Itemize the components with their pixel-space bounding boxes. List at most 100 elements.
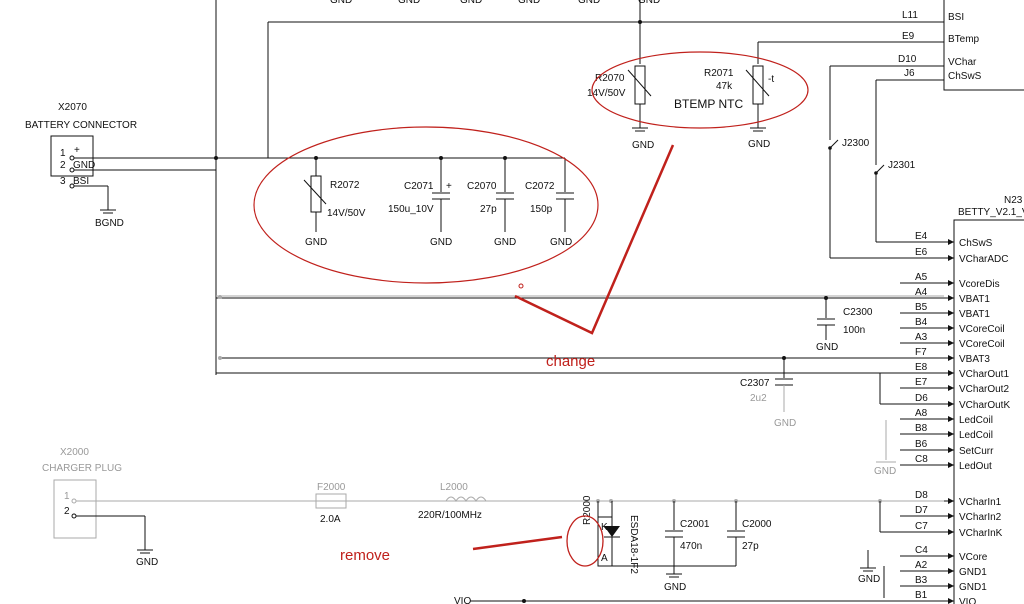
svg-text:GND: GND xyxy=(136,557,158,568)
ic-pin-name: VBAT3 xyxy=(959,354,990,365)
svg-text:2u2: 2u2 xyxy=(750,393,767,404)
ic-pin-name: GND1 xyxy=(959,567,987,578)
ic-pin-ball: D7 xyxy=(915,505,928,516)
svg-text:220R/100MHz: 220R/100MHz xyxy=(418,510,482,521)
ic-pin-ball: E6 xyxy=(915,247,928,258)
ic-pin-name: SetCurr xyxy=(959,446,994,457)
ic-pin-name: VCharOutK xyxy=(959,400,1010,411)
upper-ic: BSI BTemp VChar ChSwS L11 E9 D10 J6 xyxy=(898,0,1024,91)
svg-text:BATTERY CONNECTOR: BATTERY CONNECTOR xyxy=(25,120,137,131)
svg-text:C2000: C2000 xyxy=(742,519,772,530)
annotations: change remove xyxy=(253,51,809,567)
ic-pin-name: VCharIn2 xyxy=(959,512,1002,523)
svg-text:+: + xyxy=(74,145,80,156)
svg-text:N23: N23 xyxy=(1004,195,1023,206)
ic-pin-name: VCoreCoil xyxy=(959,339,1005,350)
ic-pin-ball: B1 xyxy=(915,590,928,601)
svg-text:GND: GND xyxy=(874,466,896,477)
svg-text:GND: GND xyxy=(494,237,516,248)
svg-text:BETTY_V2.1_V: BETTY_V2.1_V xyxy=(958,207,1024,218)
ic-pin-name: VCharIn1 xyxy=(959,497,1002,508)
svg-text:GND: GND xyxy=(460,0,482,6)
ic-pin-name: LedCoil xyxy=(959,415,993,426)
ic-pin-ball: C4 xyxy=(915,545,928,556)
svg-text:GND: GND xyxy=(518,0,540,6)
svg-text:F2000: F2000 xyxy=(317,482,346,493)
svg-text:GND: GND xyxy=(305,237,327,248)
svg-text:GND: GND xyxy=(578,0,600,6)
svg-text:2: 2 xyxy=(60,160,66,171)
svg-text:+: + xyxy=(446,181,452,192)
temperature-sense: R2070 14V/50V GND R2071 47k -t GND BTEMP… xyxy=(587,65,774,151)
svg-text:ESDA18-1F2: ESDA18-1F2 xyxy=(628,515,639,574)
svg-text:K: K xyxy=(601,522,608,533)
ic-pin-name: VBAT1 xyxy=(959,309,990,320)
ic-pin-name: VCharOut2 xyxy=(959,384,1009,395)
ic-pin-name: VCharOut1 xyxy=(959,369,1009,380)
svg-text:2.0A: 2.0A xyxy=(320,514,341,525)
ic-pin-ball: A2 xyxy=(915,560,928,571)
switch-j2301-label: J2301 xyxy=(888,160,916,171)
svg-text:E9: E9 xyxy=(902,31,915,42)
charger-plug: X2000 CHARGER PLUG 1 2 GND xyxy=(42,447,158,568)
svg-text:BGND: BGND xyxy=(95,218,124,229)
svg-text:GND: GND xyxy=(73,160,95,171)
svg-text:BTemp: BTemp xyxy=(948,34,980,45)
top-gnd-labels: GND GND GND GND GND GND xyxy=(330,0,660,6)
charger-input: F2000 2.0A L2000 220R/100MHz K A ESDA18-… xyxy=(76,482,944,593)
svg-text:2: 2 xyxy=(64,506,70,517)
svg-text:150p: 150p xyxy=(530,204,553,215)
svg-text:GND: GND xyxy=(774,418,796,429)
ic-pin-name: VBAT1 xyxy=(959,294,990,305)
svg-text:R2071: R2071 xyxy=(704,68,734,79)
svg-text:470n: 470n xyxy=(680,541,702,552)
svg-text:-t: -t xyxy=(768,74,774,85)
ic-pin-name: GND1 xyxy=(959,582,987,593)
svg-text:GND: GND xyxy=(638,0,660,6)
ic-pin-ball: E7 xyxy=(915,377,928,388)
svg-text:GND: GND xyxy=(430,237,452,248)
svg-text:L11: L11 xyxy=(902,10,918,21)
annotation-remove: remove xyxy=(340,547,390,564)
svg-text:GND: GND xyxy=(550,237,572,248)
svg-text:CHARGER PLUG: CHARGER PLUG xyxy=(42,463,122,474)
svg-text:D10: D10 xyxy=(898,54,917,65)
ic-pin-name: ChSwS xyxy=(959,238,993,249)
ic-pin-name: VcoreDis xyxy=(959,279,1000,290)
ic-pin-ball: C8 xyxy=(915,454,928,465)
svg-text:14V/50V: 14V/50V xyxy=(327,208,366,219)
svg-text:150u_10V: 150u_10V xyxy=(388,204,434,215)
svg-text:A: A xyxy=(601,553,608,564)
ic-pin-ball: B8 xyxy=(915,423,928,434)
svg-text:X2000: X2000 xyxy=(60,447,89,458)
svg-text:C2300: C2300 xyxy=(843,307,873,318)
ic-pin-name: LedCoil xyxy=(959,430,993,441)
svg-text:C2307: C2307 xyxy=(740,378,770,389)
svg-text:GND: GND xyxy=(816,342,838,353)
svg-text:R2000: R2000 xyxy=(582,495,593,525)
svg-text:BTEMP NTC: BTEMP NTC xyxy=(674,97,743,111)
svg-text:3: 3 xyxy=(60,176,66,187)
svg-text:C2001: C2001 xyxy=(680,519,710,530)
annotation-change: change xyxy=(546,353,595,370)
svg-text:GND: GND xyxy=(748,139,770,150)
svg-text:1: 1 xyxy=(60,148,66,159)
svg-text:47k: 47k xyxy=(716,81,733,92)
ic-pin-ball: D8 xyxy=(915,490,928,501)
svg-text:27p: 27p xyxy=(480,204,497,215)
ic-pin-ball: B3 xyxy=(915,575,928,586)
svg-text:27p: 27p xyxy=(742,541,759,552)
svg-text:C2070: C2070 xyxy=(467,181,497,192)
